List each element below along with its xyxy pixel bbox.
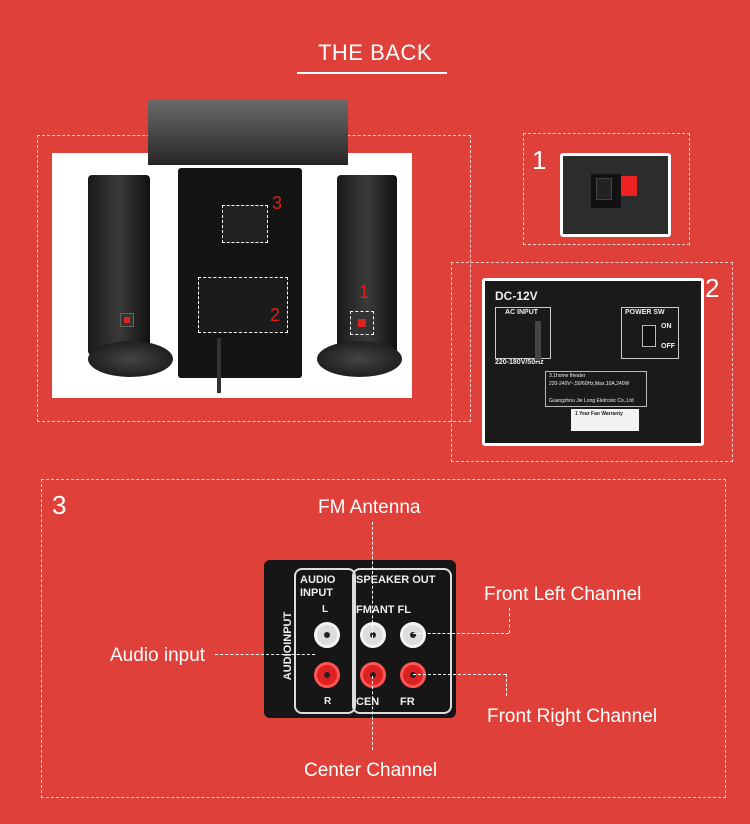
side-audio-label: AUDIOINPUT xyxy=(282,611,295,681)
subwoofer xyxy=(178,168,302,378)
center-speaker-top xyxy=(148,100,348,162)
audio-input-label: Audio input xyxy=(110,645,206,666)
on-label: ON xyxy=(661,323,672,330)
power-panel-photo: DC-12V AC INPUT 220-180V/50Hz POWER SW O… xyxy=(482,278,704,446)
audio-input-header: AUDIO INPUT xyxy=(300,574,336,599)
front-left-leader-v xyxy=(509,608,510,633)
page-title: THE BACK xyxy=(317,40,433,65)
fm-antenna-jack xyxy=(360,622,386,648)
detail-2-frame xyxy=(451,262,733,462)
power-sw-label: POWER SW xyxy=(625,309,665,316)
detail-3-number: 3 xyxy=(52,490,67,520)
maker-line: Guangzhou Jie Long Eletronic Co.,Ltd xyxy=(549,398,634,404)
photo-callout-2: 2 xyxy=(270,305,281,325)
front-left-leader-h xyxy=(413,633,509,634)
spec-line: 220-240V~,50/60Hz,Max.10A,240W xyxy=(549,381,630,387)
front-right-jack xyxy=(400,662,426,688)
right-speaker-terminal xyxy=(350,311,374,335)
r-label: R xyxy=(324,696,332,707)
detail-1-frame xyxy=(523,133,690,245)
product-photo: 1 2 3 xyxy=(52,153,412,398)
fr-label: FR xyxy=(400,696,415,708)
audio-input-leader xyxy=(215,654,315,655)
center-leader xyxy=(372,676,373,750)
detail-1-number: 1 xyxy=(532,145,547,175)
l-label: L xyxy=(322,604,329,615)
off-label: OFF xyxy=(661,343,675,350)
subwoofer-panel-3 xyxy=(222,205,268,243)
left-speaker-terminal xyxy=(120,313,134,327)
front-right-label: Front Right Channel xyxy=(487,706,658,727)
dc-label: DC-12V xyxy=(495,289,538,303)
right-tower-base xyxy=(317,341,402,377)
speaker-out-header: SPEAKER OUT xyxy=(356,574,436,586)
audio-l-jack xyxy=(314,622,340,648)
power-switch-box xyxy=(621,307,679,359)
front-right-leader-v xyxy=(506,674,507,696)
center-jack xyxy=(360,662,386,688)
front-left-label: Front Left Channel xyxy=(484,584,642,605)
center-channel-label: Center Channel xyxy=(304,760,438,781)
voltage-label: 220-180V/50Hz xyxy=(495,359,544,366)
ac-cord xyxy=(535,321,541,361)
fm-antenna-leader xyxy=(372,522,373,638)
speaker-terminal-photo xyxy=(560,153,671,237)
title-underline xyxy=(297,72,447,74)
fmant-fl-label: FMANT FL xyxy=(356,604,411,616)
power-switch xyxy=(642,325,656,347)
warranty-label: 1 Year Fan Warranty xyxy=(575,411,623,417)
speaker-out-section xyxy=(352,568,452,714)
audio-panel-photo: AUDIO INPUT SPEAKER OUT AUDIOINPUT L FMA… xyxy=(264,560,456,718)
photo-callout-3: 3 xyxy=(272,193,283,213)
power-cord xyxy=(217,338,221,393)
audio-r-jack xyxy=(314,662,340,688)
spec-sticker xyxy=(545,371,647,407)
ac-input-box xyxy=(495,307,551,359)
ac-input-label: AC INPUT xyxy=(505,309,539,316)
front-right-leader-h xyxy=(413,674,506,675)
fm-antenna-label: FM Antenna xyxy=(318,497,421,518)
warranty-sticker xyxy=(571,409,639,431)
red-terminal-clip xyxy=(621,176,637,196)
model-line: 3.1home theater xyxy=(549,373,586,379)
subwoofer-panel-2 xyxy=(198,277,288,333)
detail-2-number: 2 xyxy=(705,273,720,303)
front-left-jack xyxy=(400,622,426,648)
cen-label: CEN xyxy=(356,696,380,708)
detail-3-frame xyxy=(41,479,726,798)
left-tower-speaker xyxy=(88,175,150,355)
photo-callout-1: 1 xyxy=(359,282,370,302)
audio-input-section xyxy=(294,568,356,714)
left-tower-base xyxy=(88,341,173,377)
black-terminal-clip xyxy=(596,178,612,200)
